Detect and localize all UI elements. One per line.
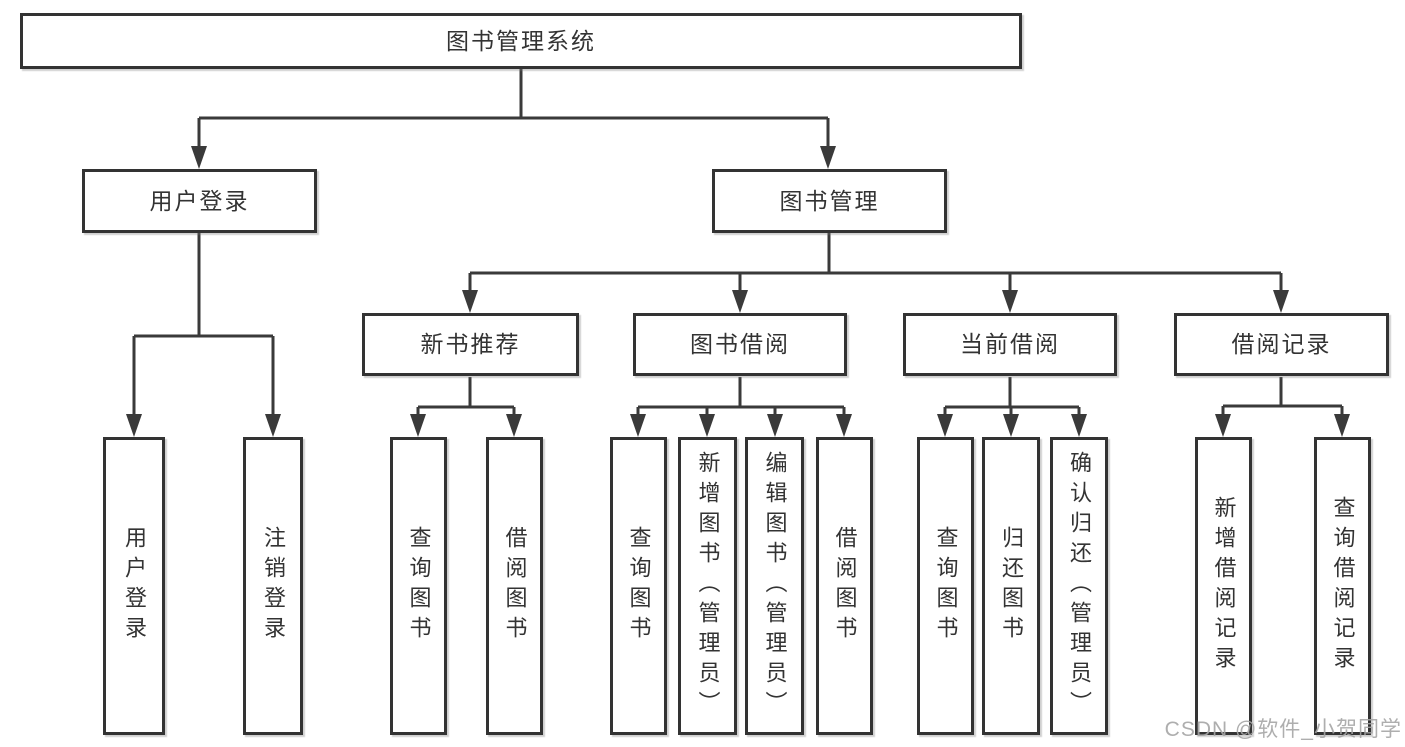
node-label: 查询借阅记录	[1330, 496, 1356, 676]
leaf-borrow-books-recommend: 借阅图书	[486, 437, 543, 735]
node-label: 确认归还（管理员）	[1067, 451, 1092, 721]
node-label: 注销登录	[261, 526, 286, 646]
node-label: 查询图书	[933, 526, 959, 646]
node-book-borrowing: 图书借阅	[633, 313, 847, 376]
node-label: 查询图书	[626, 526, 652, 646]
node-library-management-system: 图书管理系统	[20, 13, 1022, 69]
node-user-login: 用户登录	[82, 169, 317, 233]
edge-book-borrowing-to-leaves	[636, 377, 846, 418]
leaf-user-login: 用户登录	[103, 437, 165, 735]
csdn-watermark: CSDN @软件_小贺同学	[1164, 718, 1402, 741]
leaf-borrow-books-borrowing: 借阅图书	[816, 437, 873, 735]
node-label: 图书借阅	[690, 331, 790, 357]
edge-borrowing-records-to-leaves	[1221, 377, 1344, 418]
leaf-add-books-admin: 新增图书（管理员）	[678, 437, 737, 735]
edge-current-borrowing-to-leaves	[943, 377, 1081, 418]
node-label: 归还图书	[999, 526, 1024, 646]
node-label: 借阅记录	[1231, 331, 1332, 357]
leaf-query-books-recommend: 查询图书	[390, 437, 447, 735]
leaf-query-books-borrowing: 查询图书	[610, 437, 667, 735]
node-current-borrowing: 当前借阅	[903, 313, 1117, 376]
node-label: 图书管理系统	[446, 27, 596, 54]
node-book-management: 图书管理	[712, 169, 947, 233]
node-label: 用户登录	[149, 187, 250, 214]
edge-book-management-to-level3	[468, 233, 1283, 294]
leaf-edit-books-admin: 编辑图书（管理员）	[745, 437, 804, 735]
node-label: 用户登录	[122, 526, 147, 646]
leaf-logout-login: 注销登录	[243, 437, 303, 735]
leaf-add-borrow-record: 新增借阅记录	[1195, 437, 1252, 735]
edge-user-login-to-leaves	[132, 233, 275, 418]
node-label: 新增图书（管理员）	[695, 451, 721, 721]
leaf-return-books: 归还图书	[982, 437, 1040, 735]
node-label: 新书推荐	[420, 331, 521, 357]
node-label: 编辑图书（管理员）	[762, 451, 788, 721]
node-label: 新增借阅记录	[1211, 496, 1237, 676]
node-label: 借阅图书	[832, 526, 858, 646]
leaf-confirm-return-admin: 确认归还（管理员）	[1050, 437, 1108, 735]
node-new-book-recommendation: 新书推荐	[362, 313, 579, 376]
leaf-query-borrow-record: 查询借阅记录	[1314, 437, 1371, 735]
arrowheads	[126, 146, 1350, 437]
edge-root-to-level2	[197, 69, 830, 150]
node-label: 当前借阅	[960, 331, 1060, 357]
leaf-query-books-current: 查询图书	[917, 437, 974, 735]
node-borrowing-records: 借阅记录	[1174, 313, 1389, 376]
edge-new-book-recommendation-to-leaves	[416, 377, 516, 418]
node-label: 查询图书	[406, 526, 432, 646]
node-label: 借阅图书	[502, 526, 528, 646]
node-label: 图书管理	[779, 187, 880, 214]
